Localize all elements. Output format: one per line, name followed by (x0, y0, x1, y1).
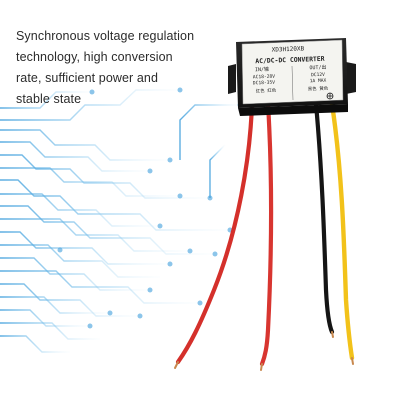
circuit-background (0, 89, 240, 353)
module-label-text: XD3H120XB AC/DC-DC CONVERTER IN/输 OUT/出 … (253, 45, 329, 94)
wire-black (313, 101, 335, 335)
module-output-colors: 黑色 黄色 (308, 85, 329, 93)
module-input-line2: DC18-35V (253, 80, 276, 87)
module-model: XD3H120XB (272, 45, 305, 53)
feature-headline: Synchronous voltage regulation technolog… (16, 26, 221, 110)
module-output-line2: 1A MAX (310, 78, 327, 85)
headline-line-2: technology, high conversion (16, 50, 173, 64)
module-input-line1: AC18-28V (253, 74, 276, 81)
converter-module (228, 38, 356, 116)
module-input-colors: 红色 红色 (256, 87, 277, 95)
headline-line-4: stable state (16, 92, 82, 106)
module-input-header: IN/输 (255, 66, 269, 73)
headline-line-1: Synchronous voltage regulation (16, 29, 195, 43)
wire-red-left (175, 101, 255, 365)
module-title: AC/DC-DC CONVERTER (255, 55, 325, 65)
module-output-line1: DC12V (311, 72, 325, 78)
module-label-panel (241, 39, 344, 105)
ground-symbol-icon (326, 92, 334, 100)
wire-red-right (259, 101, 274, 367)
circuit-nodes (57, 87, 243, 329)
wire-yellow (329, 101, 355, 361)
headline-line-3: rate, sufficient power and (16, 71, 159, 85)
wire-tips (174, 331, 354, 371)
wires (175, 101, 355, 367)
module-output-header: OUT/出 (309, 64, 326, 72)
